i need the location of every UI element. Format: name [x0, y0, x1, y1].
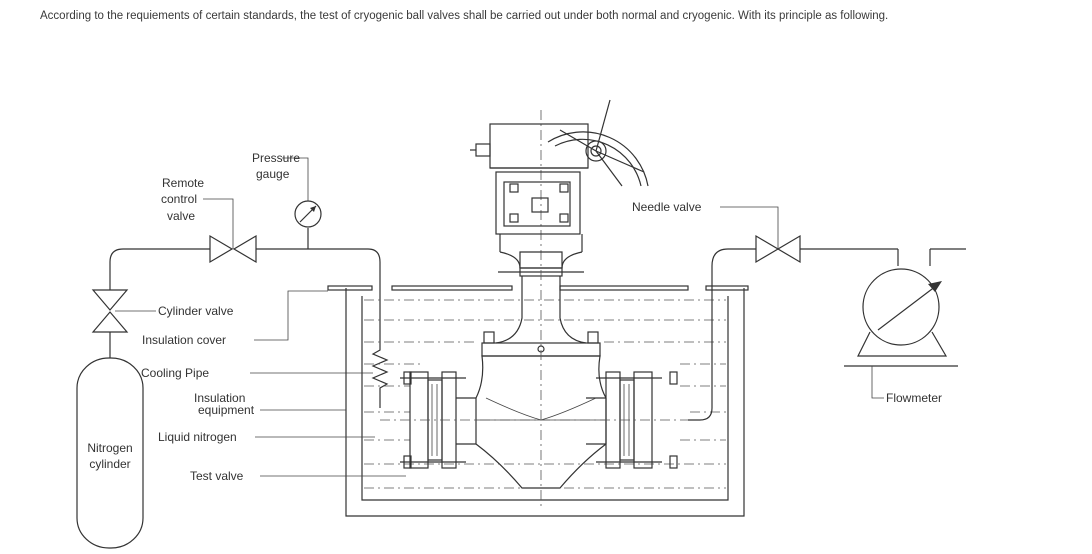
label-cooling-pipe: Cooling Pipe [141, 366, 209, 380]
label-nitrogen-cylinder-2: cylinder [89, 457, 130, 471]
label-remote-control-valve-2: control [161, 192, 197, 206]
label-insulation-equipment-1: Insulation [194, 391, 245, 405]
label-test-valve: Test valve [190, 469, 244, 483]
test-valve [260, 110, 700, 510]
insulation-equipment [260, 288, 745, 517]
label-cylinder-valve: Cylinder valve [158, 304, 234, 318]
insulation-cover [254, 285, 749, 341]
intro-paragraph: According to the requiements of certain … [40, 10, 889, 22]
cylinder-valve [91, 270, 156, 333]
left-gas-line [109, 228, 381, 340]
label-remote-control-valve-1: Remote [162, 176, 204, 190]
remote-control-valve [203, 198, 257, 264]
label-insulation-equipment-2: equipment [198, 403, 255, 417]
label-pressure-gauge-1: Pressure [252, 151, 300, 165]
label-remote-control-valve-3: valve [167, 209, 195, 223]
label-nitrogen-cylinder-1: Nitrogen [87, 441, 132, 455]
gear-actuator [470, 123, 602, 269]
needle-valve [720, 206, 801, 264]
right-gas-line [688, 248, 966, 421]
liquid-nitrogen [255, 299, 726, 489]
label-insulation-cover: Insulation cover [142, 333, 226, 347]
label-needle-valve: Needle valve [632, 200, 702, 214]
pressure-gauge [282, 157, 322, 228]
label-liquid-nitrogen: Liquid nitrogen [158, 430, 237, 444]
label-flowmeter: Flowmeter [886, 391, 942, 405]
handwheel [547, 99, 649, 187]
label-pressure-gauge-2: gauge [256, 167, 290, 181]
flowmeter [844, 268, 958, 399]
nitrogen-cylinder [76, 332, 144, 549]
cooling-pipe [250, 340, 389, 408]
